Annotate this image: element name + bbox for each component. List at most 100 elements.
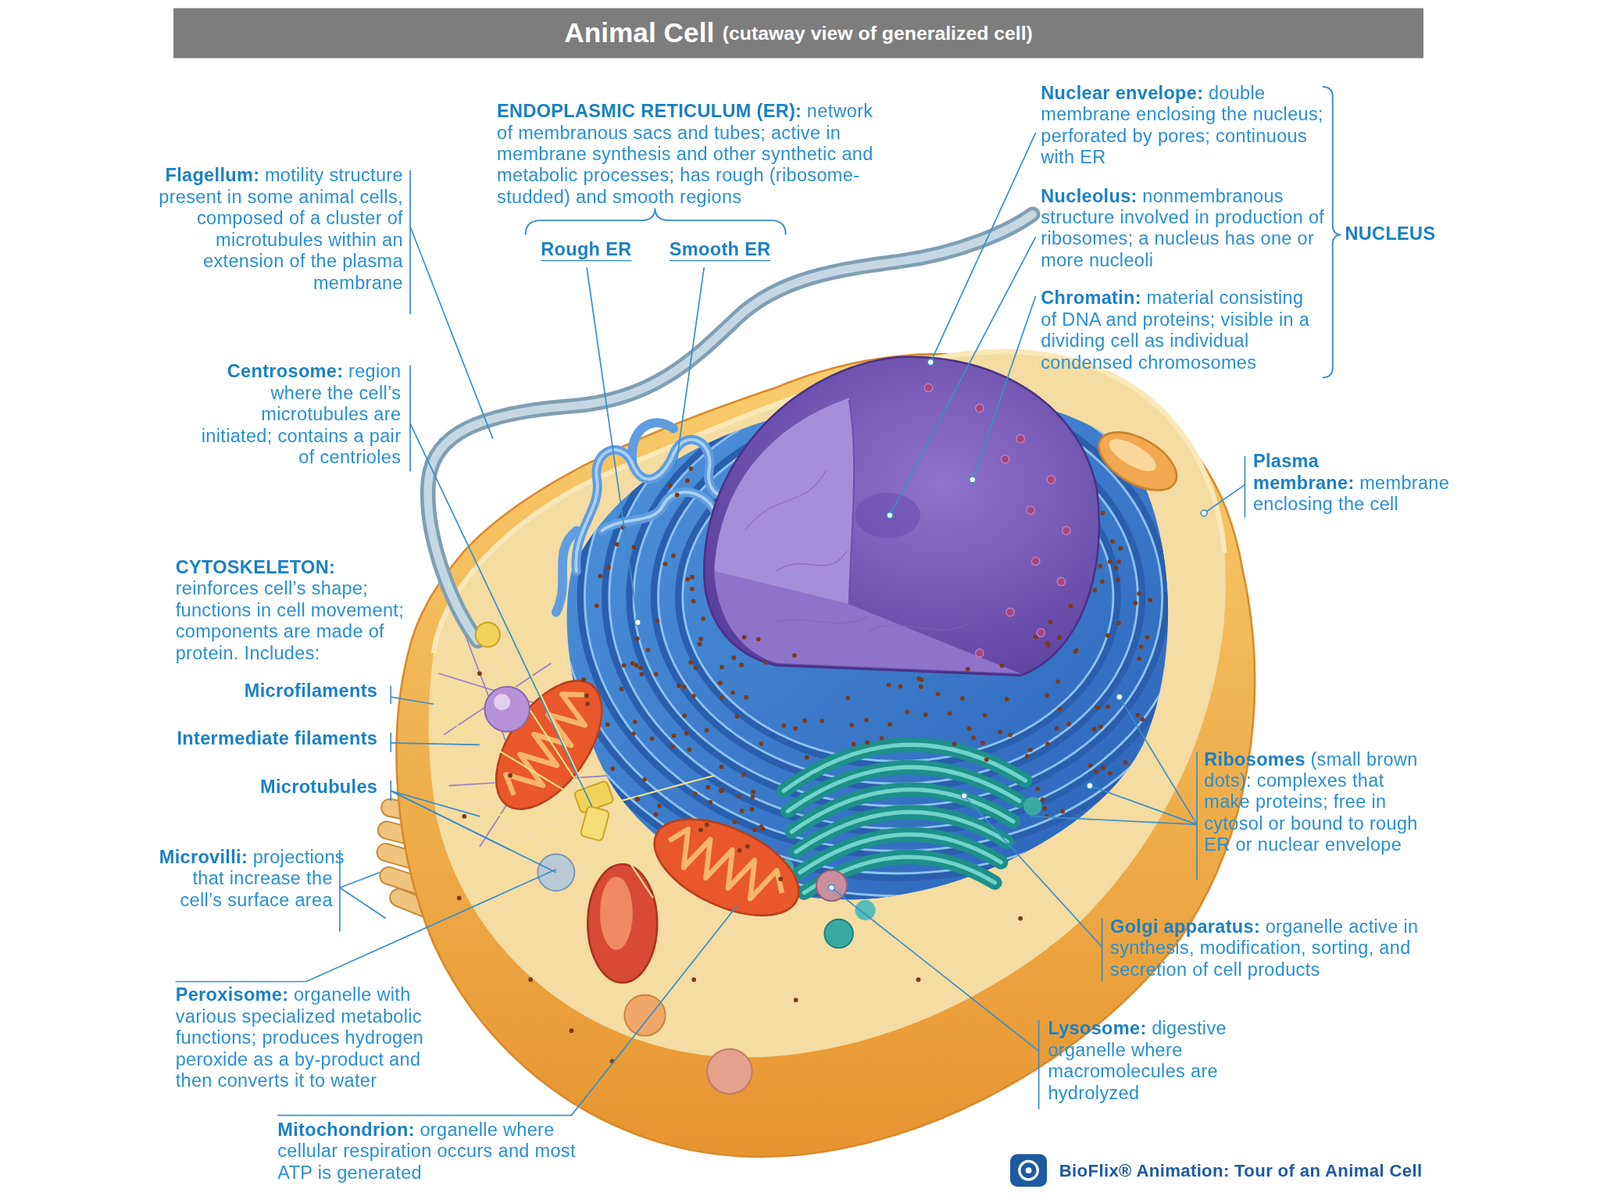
- leader-lines-part: [390, 790, 557, 872]
- ribosome-dot: [606, 565, 611, 571]
- leader-dots-part: [886, 512, 893, 519]
- ribosome-dot: [750, 807, 755, 812]
- vesicles-part: [475, 622, 500, 647]
- leader-lines-part: [1030, 816, 1197, 825]
- leader-dots-part: [828, 884, 836, 891]
- callout: Chromatin:material consisting of DNA and…: [1040, 287, 1318, 374]
- callout: BioFlix® Animation: Tour of an Animal Ce…: [1059, 1160, 1447, 1182]
- nucleus-part-part: [775, 617, 868, 624]
- ribosome-dot: [717, 680, 723, 686]
- ribosome-dot: [778, 876, 783, 882]
- ribosome-dot: [635, 796, 640, 802]
- ribosome-dot: [1046, 642, 1051, 648]
- bioflix-icon-part: [1010, 1153, 1047, 1187]
- ribosome-dot: [742, 635, 747, 640]
- ribosome-dot: [1057, 707, 1063, 712]
- ribosome-dot: [631, 544, 636, 550]
- ribosome-dot: [984, 757, 990, 762]
- mitochondria-part: [475, 662, 623, 828]
- callout-term: Ribosomes: [1203, 749, 1306, 770]
- ribosome-dot: [700, 616, 706, 622]
- cell-body: [396, 351, 1255, 1158]
- ribosome-dot: [919, 677, 925, 683]
- ribosome-dot: [758, 741, 764, 747]
- ribosome-dot: [1115, 577, 1121, 583]
- ribosome-dot: [952, 741, 958, 747]
- ribosome-dot: [635, 796, 640, 802]
- callout: Intermediate filaments: [117, 728, 383, 750]
- ribosome-dot: [662, 561, 668, 567]
- ribosome-dot: [619, 686, 625, 692]
- title-subtitle: (cutaway view of generalized cell): [722, 21, 1033, 45]
- callout-term: NUCLEUS: [1344, 223, 1436, 244]
- ribosome-dot: [1088, 763, 1093, 768]
- ribosome-dot: [804, 754, 810, 760]
- vesicles-part: [1089, 420, 1186, 503]
- callout: Golgi apparatus:organelle active in synt…: [1110, 916, 1431, 981]
- leader-lines-part: [1203, 484, 1245, 514]
- callout: Microvilli:projections that increase the…: [159, 846, 333, 911]
- ribosome-dot: [731, 655, 736, 661]
- mitochondria-part-part: [639, 799, 814, 936]
- ribosome-dot: [743, 695, 749, 700]
- golgi-vesicle: [1023, 796, 1043, 816]
- vesicles: [475, 420, 1187, 1094]
- callout-bars-part: [389, 780, 392, 801]
- ribosome-dot: [1035, 786, 1040, 792]
- ribosome-dot: [667, 482, 673, 488]
- leader-lines-part: [1119, 696, 1197, 825]
- nucleus-part-part: [775, 550, 847, 572]
- golgi-apparatus: [777, 744, 1042, 893]
- nucleus-part-part: [1006, 607, 1015, 616]
- ribosome-dot: [1118, 546, 1124, 551]
- ribosome-dot: [935, 692, 941, 697]
- ribosome-dot: [1073, 649, 1079, 654]
- ribosome-dot: [745, 843, 750, 849]
- ribosome-dot: [704, 822, 710, 828]
- nucleus-part-part: [1036, 628, 1045, 637]
- ribosome-dot: [650, 735, 655, 741]
- ribosome-dot: [851, 742, 857, 747]
- leader-dots-part: [927, 359, 934, 366]
- callout-term: Plasma membrane:: [1253, 450, 1355, 493]
- centrosome-part: [439, 632, 715, 899]
- ribosome-dot: [1136, 656, 1142, 661]
- leader-lines-part: [410, 423, 592, 807]
- callout-bars-part: [1101, 918, 1104, 983]
- ribosome-dot: [849, 722, 854, 728]
- ribosome-dot: [1048, 620, 1054, 625]
- diagram-title: Animal Cell: [564, 17, 715, 49]
- ribosome-dot: [1092, 588, 1097, 593]
- callout-term: Lysosome:: [1047, 1018, 1147, 1040]
- ribosome-dot: [1136, 591, 1142, 597]
- mitochondria-part-part: [661, 824, 790, 911]
- callout-bars-part: [409, 170, 411, 315]
- er-cisterna: [531, 293, 1265, 900]
- callout: Lysosome:digestive organelle where macro…: [1047, 1018, 1244, 1105]
- ribosome-dot: [461, 814, 467, 819]
- nucleus-part-part: [744, 469, 826, 531]
- ribosome-dot: [719, 664, 725, 670]
- nucleus-part-part: [1031, 557, 1040, 565]
- ribosome-dot: [639, 671, 645, 677]
- callout-bars-part: [1196, 752, 1198, 880]
- ribosome-dot: [1017, 916, 1023, 922]
- ribosome-dot: [594, 603, 600, 608]
- ribosome-dot: [675, 492, 680, 498]
- nucleus-part-part: [1062, 526, 1071, 535]
- bioflix-icon-part: [1019, 1160, 1039, 1180]
- er-cisterna: [580, 339, 1215, 856]
- ribosome-dot: [632, 719, 638, 725]
- ribosome-dot: [730, 689, 736, 695]
- nucleus: [703, 357, 1100, 676]
- ribosome-dot: [1025, 753, 1030, 759]
- callout: Nuclear envelope:double membrane enclosi…: [1040, 82, 1332, 169]
- vesicles-part: [824, 919, 854, 949]
- ribosome-dot: [1060, 809, 1065, 815]
- ribosome-dot: [692, 791, 698, 797]
- vesicles-part: [707, 1049, 752, 1094]
- ribosome-dot: [918, 684, 924, 690]
- centrosome-part-part: [479, 807, 594, 816]
- ribosome-dot: [605, 721, 611, 727]
- ribosome-dot: [1148, 597, 1154, 603]
